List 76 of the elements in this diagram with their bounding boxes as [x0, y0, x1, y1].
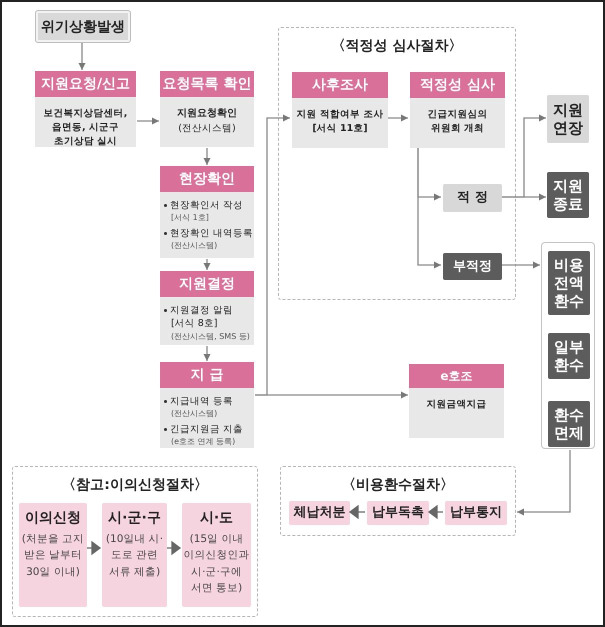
card-text: (처분을 고지 받은 날부터 30일 이내): [20, 532, 86, 580]
header-band: e호조: [409, 364, 504, 388]
result-box: 지원 연장: [547, 95, 589, 143]
card-text: 지원금액지급: [426, 398, 486, 412]
arrow: [255, 392, 408, 398]
card-text: (전산시스템, SMS 등): [171, 330, 250, 342]
process-card: [160, 166, 254, 258]
card-title: 시·군·구: [108, 509, 161, 527]
card-text: (전산시스템): [171, 240, 218, 252]
header-band: 지 급: [160, 362, 254, 388]
chevron-arrow: [166, 541, 182, 555]
card-text: (15일 이내 이의신청인과 시·군·구에 서면 통보): [182, 532, 250, 596]
result-box: 납부독촉: [367, 501, 429, 525]
chevron-arrow: [348, 505, 366, 519]
panel-title: 〈비용환수절차〉: [341, 476, 455, 494]
panel-title: 〈참고:이의신청절차〉: [61, 476, 209, 494]
header-band: 지원결정: [160, 271, 254, 297]
card-text: (전산시스템): [171, 408, 218, 420]
card-text: 현장확인 내역등록: [170, 226, 254, 240]
card-text: 지원결정 알림: [170, 304, 234, 317]
process-card: [160, 71, 254, 147]
card-text: 지급내역 등록: [170, 395, 234, 408]
card-text: 보건복지상담센터, 읍면동, 시군구 초기상담 실시: [42, 107, 128, 148]
header-band: 지원요청/신고: [35, 71, 136, 97]
card-text: 지원요청확인: [177, 107, 237, 121]
header-band: 사후조사: [292, 72, 388, 98]
panel-title: 〈적정성 심사절차〉: [330, 37, 464, 55]
card-text: [서식 1호]: [171, 212, 209, 224]
card-text: (10일내 시·도로 관련 서류 제출): [104, 532, 164, 580]
header-band: 현장확인: [160, 166, 254, 192]
process-card: [35, 71, 136, 147]
card-title: 시·도: [200, 509, 234, 527]
card-text: (전산시스템): [178, 122, 236, 136]
dashed-panel: [280, 466, 516, 536]
result-box: 납부통지: [445, 501, 507, 525]
process-card: [410, 72, 505, 148]
arrow: [417, 148, 441, 268]
process-card: [160, 271, 254, 345]
result-box: 적 정: [443, 184, 502, 212]
result-box: 비용 전액 환수: [548, 251, 590, 315]
arrow: [137, 118, 159, 124]
header-band: 요청목록 확인: [160, 71, 254, 97]
card-text: [서식 8호]: [171, 317, 218, 331]
card-title: 이의신청: [25, 509, 81, 527]
result-box: 체납처분: [289, 501, 350, 525]
process-card: [19, 503, 87, 607]
start-box: 위기상황발생: [35, 10, 131, 43]
process-card: [409, 364, 504, 438]
arrow: [517, 450, 571, 516]
group-outline: [541, 242, 595, 449]
process-card: [160, 362, 254, 448]
arrow: [204, 346, 210, 361]
card-text: (e호조 연계 등록): [171, 436, 236, 448]
arrow: [388, 114, 408, 122]
result-box: 부적정: [443, 253, 502, 280]
dashed-panel: [278, 27, 516, 300]
card-text: 현장확인서 작성: [170, 199, 244, 212]
card-text: 긴급지원심의 위원회 개최: [426, 108, 488, 136]
chevron-arrow: [86, 541, 102, 555]
arrow: [502, 262, 540, 268]
arrow: [204, 259, 210, 270]
result-box: 환수 면제: [548, 401, 590, 447]
arrow: [204, 148, 210, 165]
card-text: [서식 11호]: [312, 122, 368, 136]
arrow: [502, 194, 546, 200]
dashed-panel: [12, 466, 258, 617]
process-card: [102, 503, 167, 607]
chevron-arrow: [428, 505, 444, 519]
result-box: 지원 종료: [547, 172, 589, 218]
card-text: 긴급지원금 지출: [170, 422, 244, 436]
process-card: [182, 503, 251, 607]
arrow: [78, 43, 86, 70]
header-band: 적정성 심사: [410, 72, 505, 98]
process-card: [292, 72, 388, 148]
card-text: 지원 적합여부 조사: [296, 108, 384, 122]
result-box: 일부 환수: [548, 333, 590, 379]
